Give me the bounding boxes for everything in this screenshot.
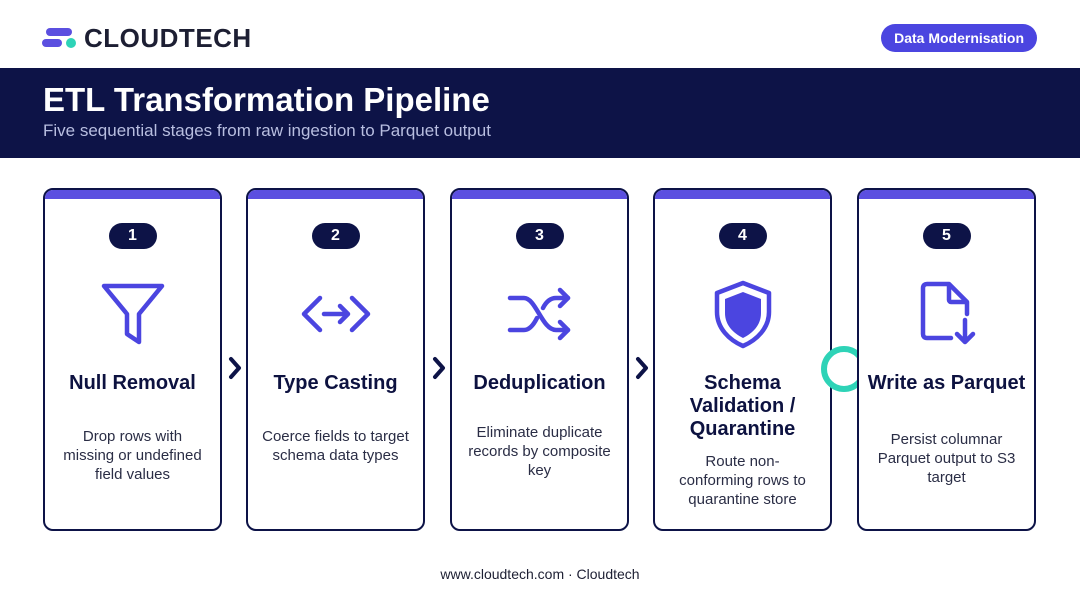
logo-mark-icon [42,25,78,51]
stage-card-1: 1 Null Removal Drop rows with missing or… [43,188,222,531]
footer-text: www.cloudtech.com · Cloudtech [440,566,640,582]
top-bar: CLOUDTECH Data Modernisation [0,0,1080,68]
code-arrows-icon [300,278,372,350]
shuffle-icon [504,278,576,350]
stage-number: 5 [922,223,971,249]
stage-card-5: 5 Write as Parquet Persist columnar Parq… [857,188,1036,531]
title-band: ETL Transformation Pipeline Five sequent… [0,68,1080,158]
stage-card-3: 3 Deduplication Eliminate duplicate reco… [450,188,629,531]
stage-description: Route non-conforming rows to quarantine … [679,453,806,508]
chevron-right-icon [635,356,649,380]
brand-name: CLOUDTECH [84,22,252,53]
stage-title: Type Casting [273,372,398,394]
stage-description: Eliminate duplicate records by composite… [468,424,611,479]
stage-card-2: 2 Type Casting Coerce fields to target s… [246,188,425,531]
category-badge: Data Modernisation [881,24,1037,52]
stage-title: Deduplication [473,372,606,394]
stage-title: Schema Validation / Quarantine [689,372,796,440]
stage-title: Write as Parquet [867,372,1026,394]
card-accent-bar [859,190,1034,199]
stage-number: 2 [311,223,360,249]
stage-description: Drop rows with missing or undefined fiel… [63,428,202,483]
page-title: ETL Transformation Pipeline [43,81,490,118]
stage-card-4: 4 Schema Validation / Quarantine Route n… [653,188,832,531]
card-accent-bar [655,190,830,199]
chevron-right-icon [432,356,446,380]
stage-description: Coerce fields to target schema data type… [262,428,409,464]
stage-number: 3 [515,223,564,249]
stage-number: 1 [108,223,157,249]
chevron-right-icon [228,356,242,380]
file-download-icon [911,278,983,350]
stage-description: Persist columnar Parquet output to S3 ta… [877,431,1016,486]
card-accent-bar [248,190,423,199]
card-accent-bar [452,190,627,199]
shield-icon [707,278,779,350]
stage-title: Null Removal [69,372,196,394]
stage-number: 4 [718,223,767,249]
card-accent-bar [45,190,220,199]
funnel-icon [97,278,169,350]
page-subtitle: Five sequential stages from raw ingestio… [43,121,491,140]
brand-logo[interactable]: CLOUDTECH [42,22,252,54]
